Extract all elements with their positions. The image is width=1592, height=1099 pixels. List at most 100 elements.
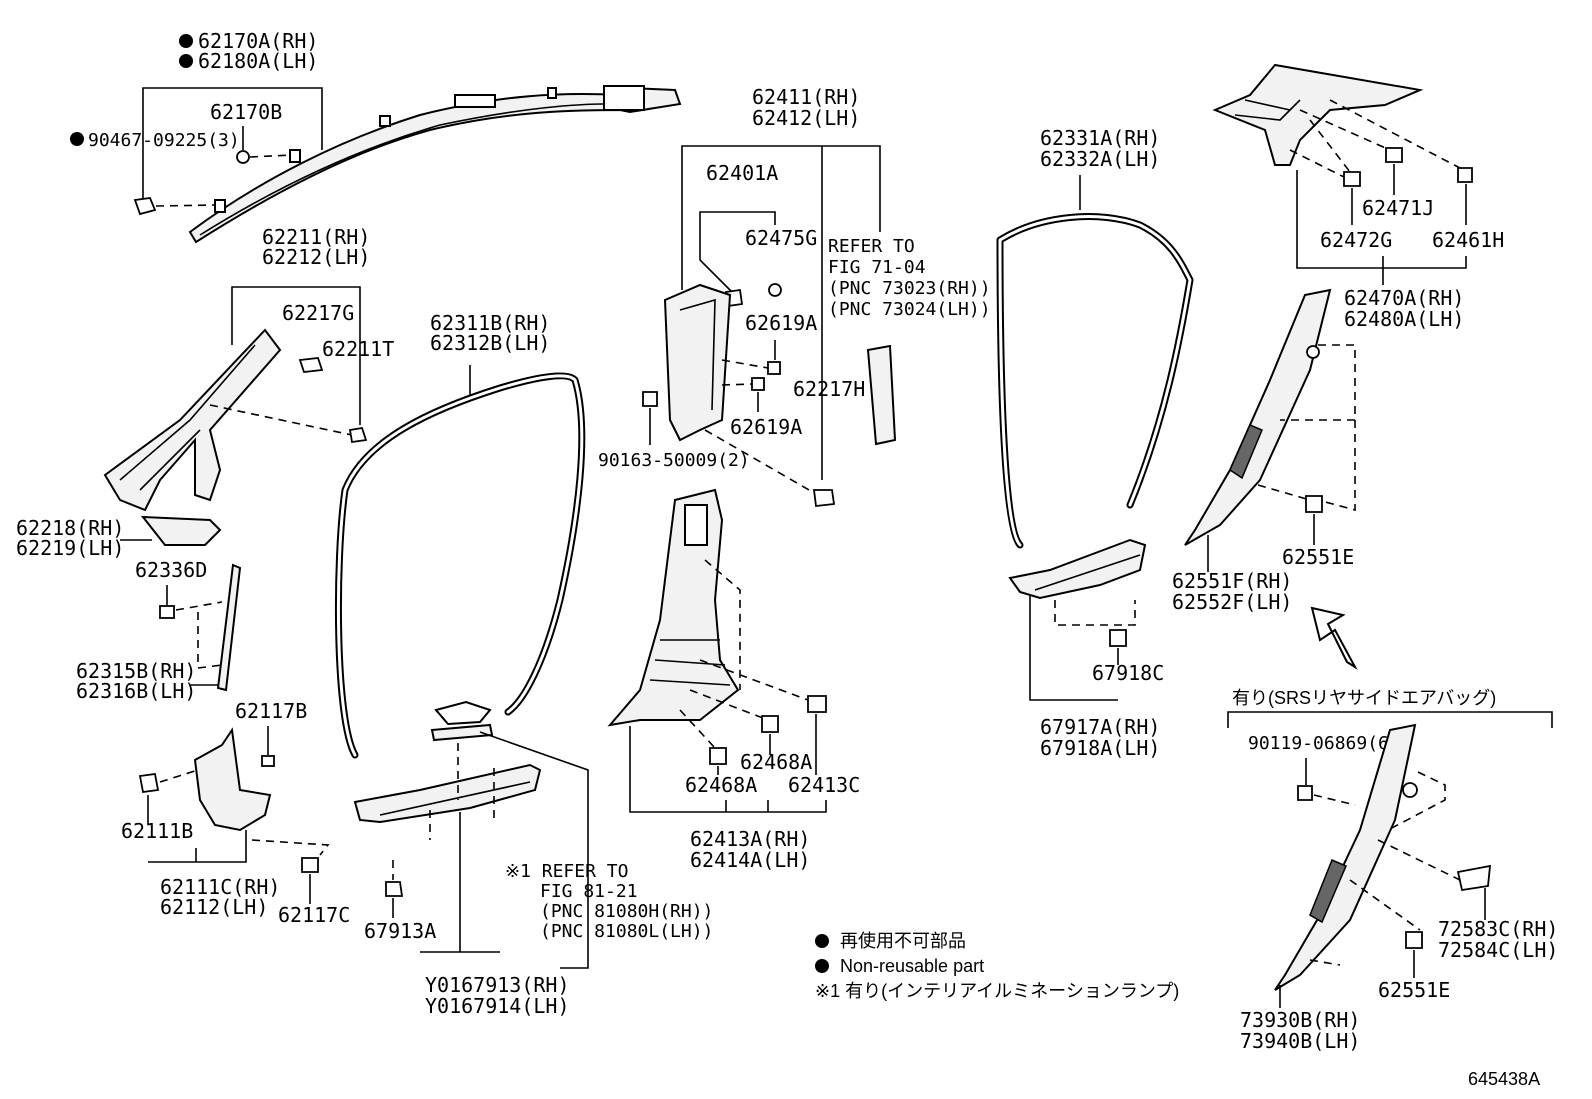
clip-62336D <box>159 605 175 619</box>
label-62471J: 62471J <box>1362 196 1434 220</box>
label-62412: 62412(LH) <box>752 106 860 130</box>
label-67913A: 67913A <box>364 919 436 943</box>
clip-62117B <box>261 755 275 767</box>
label-67917A: 67917A(RH) <box>1040 715 1160 739</box>
srs-section-title: 有り(SRSリヤサイドエアバッグ) <box>1232 688 1496 708</box>
clip-62475G <box>768 283 782 297</box>
nonreusable-marker <box>179 34 193 48</box>
clip-62117C <box>301 857 319 873</box>
ref-fig-71-04-line1: REFER TO <box>828 236 915 257</box>
label-62112: 62112(LH) <box>160 895 268 919</box>
clip-62461H <box>1457 167 1473 183</box>
leader-line <box>704 429 817 495</box>
clip-62217G <box>348 426 368 444</box>
label-90467: 90467-09225(3) <box>88 130 240 151</box>
leader-line <box>717 714 817 775</box>
part-detail <box>679 298 716 411</box>
label-62312B: 62312B(LH) <box>430 331 550 355</box>
part-detail <box>119 344 256 481</box>
label-62180A: 62180A(LH) <box>198 49 318 73</box>
label-62117C: 62117C <box>278 903 350 927</box>
label-67918A: 67918A(LH) <box>1040 736 1160 760</box>
part-detail <box>649 639 731 686</box>
label-67918C: 67918C <box>1092 661 1164 685</box>
leader-line <box>1296 170 1467 285</box>
label-62217G: 62217G <box>282 301 354 325</box>
clip-62211T <box>298 357 324 373</box>
label-62551F: 62551F(RH) <box>1172 569 1292 593</box>
scuff-plate-front <box>353 763 542 824</box>
label-62217H: 62217H <box>793 377 865 401</box>
clip-67918C <box>1109 629 1127 647</box>
part-detail <box>379 781 531 816</box>
clip-62111B <box>138 772 160 794</box>
scuff-plate-rear <box>1008 538 1147 600</box>
clip-62551E-srs <box>1405 931 1423 949</box>
clip-62468A <box>709 747 727 765</box>
garnish-clip-hole <box>1306 345 1320 359</box>
seat-belt-anchor-cover <box>866 344 897 446</box>
part-62218 <box>140 515 222 546</box>
legend-jp-nonreusable: 再使用不可部品 <box>840 931 966 951</box>
ref-fig-81-21-line3: (PNC 81080H(RH)) <box>540 901 713 922</box>
leader-line <box>1257 344 1356 512</box>
nonreusable-marker <box>815 959 829 973</box>
legend-note1: ※1 有り(インテリアイルミネーションランプ) <box>815 981 1179 1001</box>
label-62470A: 62470A(RH) <box>1344 286 1464 310</box>
clip-62619A <box>767 361 781 375</box>
label-73930B: 73930B(RH) <box>1240 1008 1360 1032</box>
label-62475G: 62475G <box>745 226 817 250</box>
kick-panel <box>193 727 272 832</box>
quarter-pillar-garnish-srs <box>1274 723 1417 991</box>
clip-62619A <box>751 377 765 391</box>
nonreusable-marker <box>70 132 84 146</box>
label-62332A: 62332A(LH) <box>1040 147 1160 171</box>
leader-line <box>681 145 881 480</box>
vent-grille <box>1229 424 1263 480</box>
bolt-90467 <box>133 197 157 216</box>
label-62211T: 62211T <box>322 337 394 361</box>
door-weatherstrip-front <box>334 372 586 759</box>
leader-line <box>699 659 809 701</box>
leader-line <box>209 404 353 436</box>
label-62414A: 62414A(LH) <box>690 848 810 872</box>
leader-line <box>249 154 293 158</box>
legend-en-nonreusable: Non-reusable part <box>840 956 984 976</box>
label-62117B: 62117B <box>235 699 307 723</box>
label-62551E-lower: 62551E <box>1378 978 1450 1002</box>
label-62413C: 62413C <box>788 773 860 797</box>
label-90163: 90163-50009(2) <box>598 450 750 471</box>
curtain-airbag-assembly <box>188 85 682 244</box>
arrow-icon <box>1310 606 1358 670</box>
leader-line <box>1289 99 1461 181</box>
leader-line <box>704 559 741 690</box>
leader-line <box>721 383 753 386</box>
label-62315B: 62315B(RH) <box>76 659 196 683</box>
ref-fig-81-21-line2: FIG 81-21 <box>540 881 638 902</box>
label-90119: 90119-06869(6) <box>1248 733 1400 754</box>
center-pillar-lower-garnish <box>607 488 740 727</box>
label-62170A: 62170A(RH) <box>198 29 318 53</box>
leader-line <box>197 612 223 669</box>
a-pillar-garnish <box>103 328 282 512</box>
part-detail <box>1234 99 1301 121</box>
leader-line <box>629 726 827 813</box>
part-detail <box>139 429 201 491</box>
roof-side-garnish-rear <box>1212 63 1424 166</box>
label-62212: 62212(LH) <box>262 245 370 269</box>
part-detail <box>1034 554 1141 591</box>
label-62472G: 62472G <box>1320 228 1392 252</box>
clip-62471J <box>1385 147 1403 163</box>
leader-line <box>1313 794 1356 806</box>
clip-62468A <box>761 715 779 733</box>
ref-fig-71-04-line3: (PNC 73023(RH)) <box>828 278 991 299</box>
label-62411: 62411(RH) <box>752 85 860 109</box>
center-pillar-upper-garnish <box>663 283 732 442</box>
ref-fig-71-04-line2: FIG 71-04 <box>828 257 926 278</box>
leader-line <box>1351 164 1467 225</box>
bracket-72583C <box>1456 864 1492 892</box>
door-weatherstrip-rear <box>996 213 1194 549</box>
leader-line <box>251 839 330 856</box>
label-62331A: 62331A(RH) <box>1040 126 1160 150</box>
